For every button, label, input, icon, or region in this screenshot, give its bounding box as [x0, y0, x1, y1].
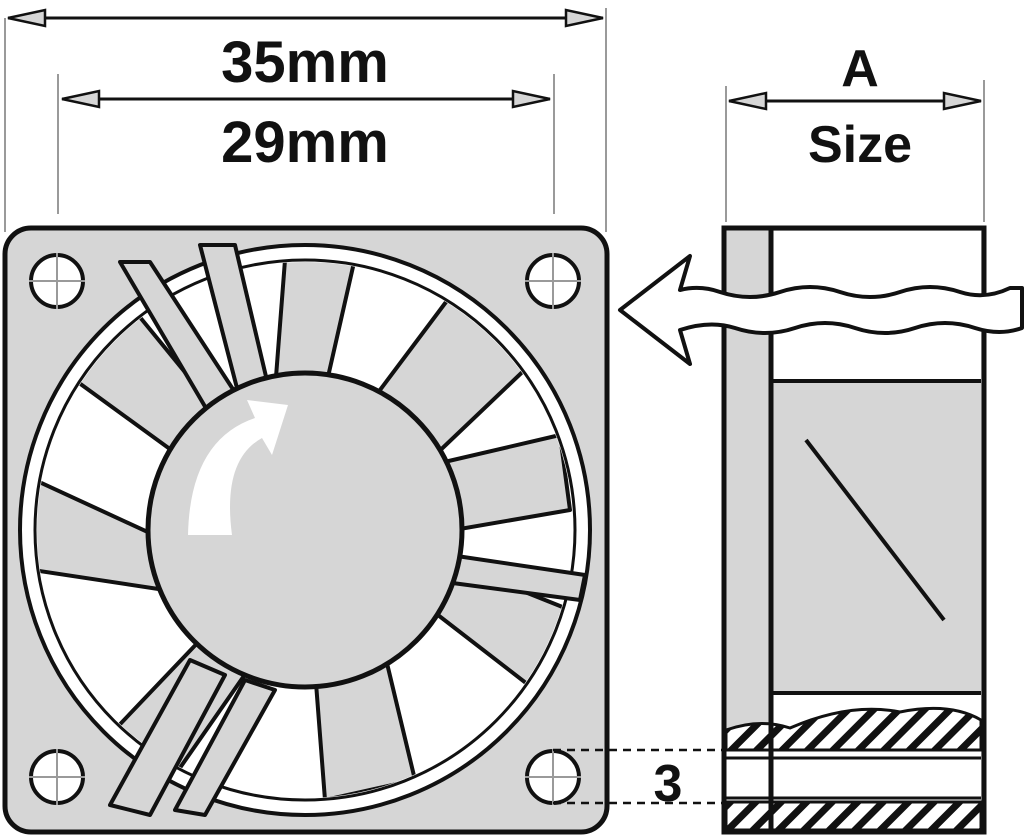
- arrowhead-right: [511, 89, 551, 109]
- arrowhead-right: [942, 91, 982, 111]
- dimension-label-29mm: 29mm: [221, 110, 389, 175]
- dimension-label-35mm: 35mm: [221, 30, 389, 95]
- fan-front-view: [2, 225, 610, 835]
- dimension-mount-offset: 3: [553, 748, 724, 813]
- cutaway-section-bottom: [724, 800, 983, 832]
- dimension-29mm: 29mm: [57, 74, 555, 214]
- blade-edge-line: [804, 438, 946, 622]
- arrowhead-right: [564, 8, 604, 28]
- arrowhead-left: [7, 8, 47, 28]
- cutaway-section-top: [724, 706, 983, 752]
- support-strut: [173, 678, 277, 817]
- depth-letter-label: A: [841, 40, 879, 98]
- rotation-direction-arrow-icon: [188, 400, 288, 535]
- depth-size-label: Size: [808, 116, 912, 174]
- airflow-arrow-icon: [618, 254, 1024, 366]
- dimension-35mm: 35mm: [4, 8, 607, 232]
- arrowhead-left: [61, 89, 101, 109]
- mount-offset-label: 3: [654, 755, 683, 813]
- mounting-hole-top-right: [525, 253, 581, 309]
- mounting-hole-bottom-right: [525, 749, 581, 805]
- mounting-hole-bottom-left: [29, 749, 85, 805]
- side-outline: [721, 225, 987, 835]
- support-strut: [108, 658, 227, 817]
- dimension-depth-a: A Size: [725, 40, 985, 222]
- arrowhead-left: [728, 91, 768, 111]
- mounting-hole-top-left: [29, 253, 85, 309]
